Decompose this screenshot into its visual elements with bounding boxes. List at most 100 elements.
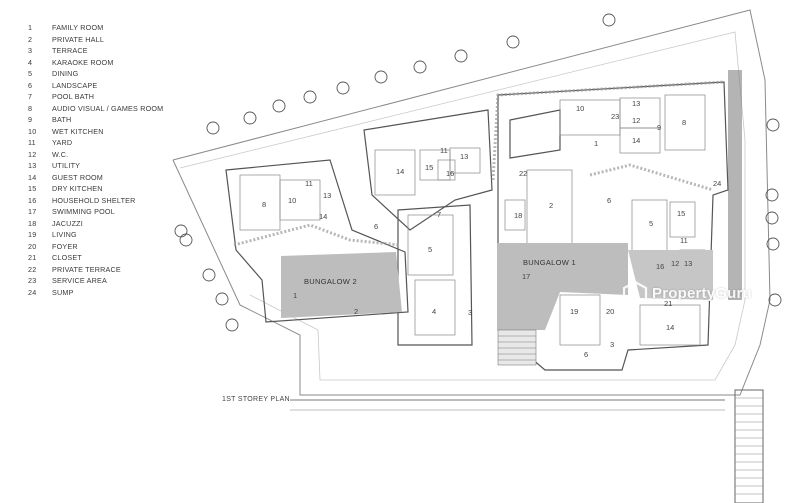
legend-number: 22 xyxy=(28,264,37,274)
legend-number: 6 xyxy=(28,80,33,90)
legend-item: 23 SERVICE AREA xyxy=(28,275,163,287)
room-label: 11 xyxy=(680,236,688,245)
legend-number: 17 xyxy=(28,207,37,216)
legend-number: 1 xyxy=(28,23,33,32)
room-label: 21 xyxy=(664,299,672,308)
legend-label: AUDIO VISUAL / GAMES ROOM xyxy=(52,103,164,113)
legend-label: JACUZZI xyxy=(52,218,83,228)
boundary-inner xyxy=(179,31,746,381)
legend-label: FOYER xyxy=(52,241,78,251)
legend-label: LANDSCAPE xyxy=(52,80,98,90)
legend-number: 4 xyxy=(28,57,33,67)
room-label: 14 xyxy=(632,136,640,145)
legend-label: PRIVATE TERRACE xyxy=(52,264,121,274)
pool-strip xyxy=(628,250,713,300)
room-number-labels: 1 2 8 10 11 13 14 14 15 11 13 16 7 5 4 3… xyxy=(262,99,721,359)
legend-number: 15 xyxy=(28,184,37,193)
legend-item: 8 AUDIO VISUAL / GAMES ROOM xyxy=(28,103,163,115)
legend-label: GUEST ROOM xyxy=(52,172,103,182)
legend-label: PRIVATE HALL xyxy=(52,34,105,44)
legend-item: 10 WET KITCHEN xyxy=(28,126,163,138)
legend-label: SWIMMING POOL xyxy=(52,207,115,216)
room-label: 13 xyxy=(684,259,692,268)
watermark-text: PropertyGuru xyxy=(652,284,752,302)
room-label: 13 xyxy=(460,152,468,161)
legend-item: 1 FAMILY ROOM xyxy=(28,22,163,34)
room-label: 5 xyxy=(649,219,653,228)
legend-label: BATH xyxy=(52,115,72,124)
room-label: 7 xyxy=(437,210,441,219)
room-label: 10 xyxy=(576,104,584,113)
legend-number: 14 xyxy=(28,172,37,182)
room-label: 6 xyxy=(607,196,611,205)
room-label: 19 xyxy=(570,307,578,316)
room-label: 6 xyxy=(374,222,378,231)
legend-label: W.C. xyxy=(52,149,69,159)
room-label: 3 xyxy=(468,308,472,317)
legend-label: CLOSET xyxy=(52,253,82,262)
room-label: 1 xyxy=(594,139,598,148)
legend-label: KARAOKE ROOM xyxy=(52,57,114,67)
legend-number: 19 xyxy=(28,230,37,239)
legend-number: 11 xyxy=(28,138,36,147)
legend-number: 8 xyxy=(28,103,33,113)
legend-label: DINING xyxy=(52,69,79,78)
legend-label: SUMP xyxy=(52,287,74,297)
room-label: 3 xyxy=(610,340,614,349)
pool-bungalow-1 xyxy=(497,243,628,330)
room-label: 18 xyxy=(514,211,522,220)
room-label: 11 xyxy=(440,146,448,155)
legend-label: WET KITCHEN xyxy=(52,126,104,136)
room-label: 14 xyxy=(319,212,327,221)
room-label: 15 xyxy=(677,209,685,218)
pool-bungalow-2 xyxy=(281,252,402,318)
room-label: 6 xyxy=(584,350,588,359)
room-label: 2 xyxy=(549,201,553,210)
room-label: 12 xyxy=(671,259,679,268)
legend-number: 18 xyxy=(28,218,37,228)
room-label: 14 xyxy=(666,323,674,332)
legend-label: YARD xyxy=(52,138,73,147)
legend-number: 20 xyxy=(28,241,37,251)
room-label: 5 xyxy=(428,245,432,254)
legend-number: 13 xyxy=(28,161,37,170)
room-label: 22 xyxy=(519,169,527,178)
legend-item: 22 PRIVATE TERRACE xyxy=(28,264,163,276)
room-label: 16 xyxy=(446,169,454,178)
room-label: 4 xyxy=(432,307,436,316)
room-label: 15 xyxy=(425,163,433,172)
room-label: 2 xyxy=(354,307,358,316)
room-label: 13 xyxy=(632,99,640,108)
room-label: 12 xyxy=(632,116,640,125)
legend-item: 14 GUEST ROOM xyxy=(28,172,163,184)
legend-item: 17 SWIMMING POOL xyxy=(28,206,163,218)
room-label: 23 xyxy=(611,112,619,121)
room-label: 8 xyxy=(262,200,266,209)
legend-label: HOUSEHOLD SHELTER xyxy=(52,195,136,205)
legend-label: SERVICE AREA xyxy=(52,276,107,285)
room-label: 16 xyxy=(656,262,664,271)
propertyguru-watermark: PropertyGuru xyxy=(622,279,752,307)
room-label: 13 xyxy=(323,191,331,200)
legend-item: 4 KARAOKE ROOM xyxy=(28,57,163,69)
legend-item: 18 JACUZZI xyxy=(28,218,163,230)
legend-label: FAMILY ROOM xyxy=(52,23,104,32)
legend-number: 10 xyxy=(28,126,37,136)
room-label: 1 xyxy=(293,291,297,300)
legend-label: UTILITY xyxy=(52,161,81,170)
legend-number: 3 xyxy=(28,46,33,55)
legend-item: 20 FOYER xyxy=(28,241,163,253)
legend-number: 2 xyxy=(28,34,33,44)
legend-number: 23 xyxy=(28,276,37,285)
propertyguru-logo-icon xyxy=(622,280,648,306)
